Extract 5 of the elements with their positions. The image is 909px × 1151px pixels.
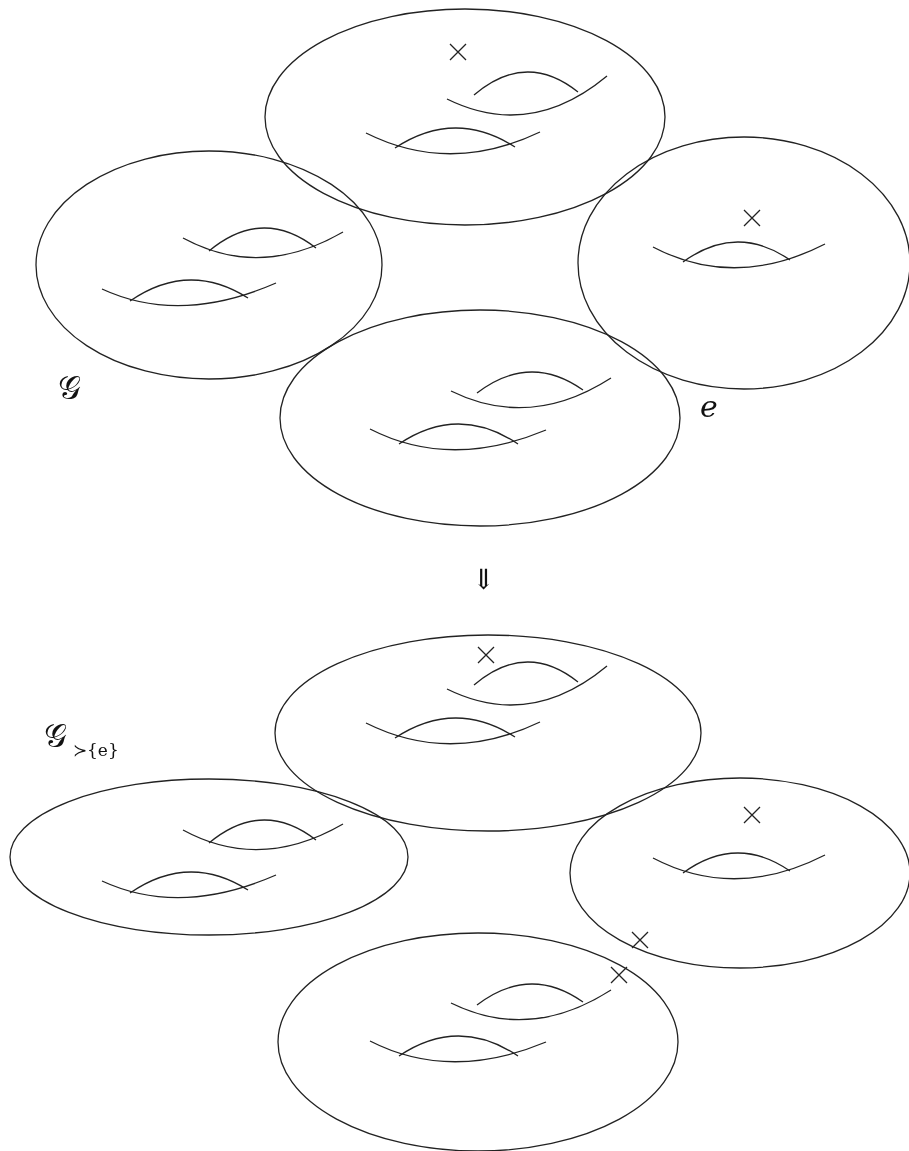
graph-symbol: 𝒢 (44, 720, 67, 752)
implies-arrow-symbol: ⇓ (472, 566, 496, 594)
graph-symbol: 𝒢 (58, 372, 81, 404)
subscript-label: ≻{e} (73, 742, 119, 759)
edge-symbol: e (700, 392, 718, 422)
